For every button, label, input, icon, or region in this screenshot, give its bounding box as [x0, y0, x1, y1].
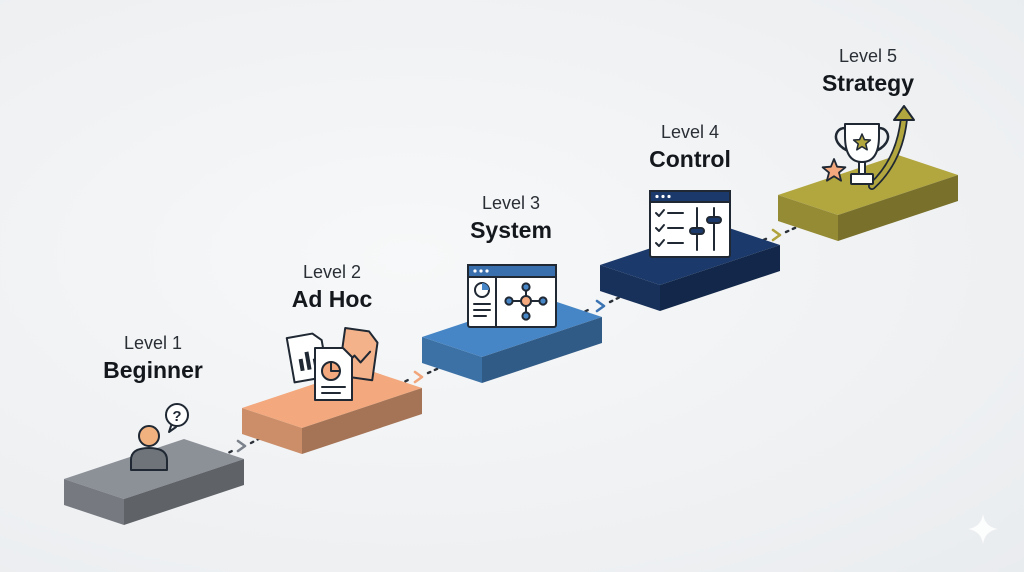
label-level-2: Level 2 Ad Hoc — [292, 262, 373, 312]
chevron-right-icon — [413, 370, 424, 384]
level-number: Level 2 — [303, 262, 361, 282]
sparkle-icon — [968, 514, 998, 544]
svg-text:?: ? — [172, 408, 181, 425]
label-level-4: Level 4 Control — [649, 122, 731, 172]
label-level-1: Level 1 Beginner — [103, 333, 203, 383]
chevron-right-icon — [236, 439, 247, 453]
trophy-arrow-icon — [821, 105, 915, 190]
level-name: System — [470, 217, 552, 243]
checklist-sliders-icon — [649, 190, 731, 258]
level-name: Strategy — [822, 70, 914, 96]
label-level-3: Level 3 System — [470, 193, 552, 243]
level-number: Level 5 — [839, 46, 897, 66]
label-level-5: Level 5 Strategy — [822, 46, 914, 96]
dashboard-network-icon — [467, 264, 557, 328]
level-number: Level 3 — [482, 193, 540, 213]
level-name: Ad Hoc — [292, 286, 373, 312]
chevron-right-icon — [771, 228, 782, 242]
level-number: Level 1 — [124, 333, 182, 353]
level-name: Control — [649, 146, 731, 172]
level-name: Beginner — [103, 357, 203, 383]
level-number: Level 4 — [661, 122, 719, 142]
person-question-icon: ? — [130, 403, 189, 471]
platform-level-5 — [778, 155, 958, 241]
reports-icon — [285, 326, 379, 401]
chevron-right-icon — [595, 299, 606, 313]
